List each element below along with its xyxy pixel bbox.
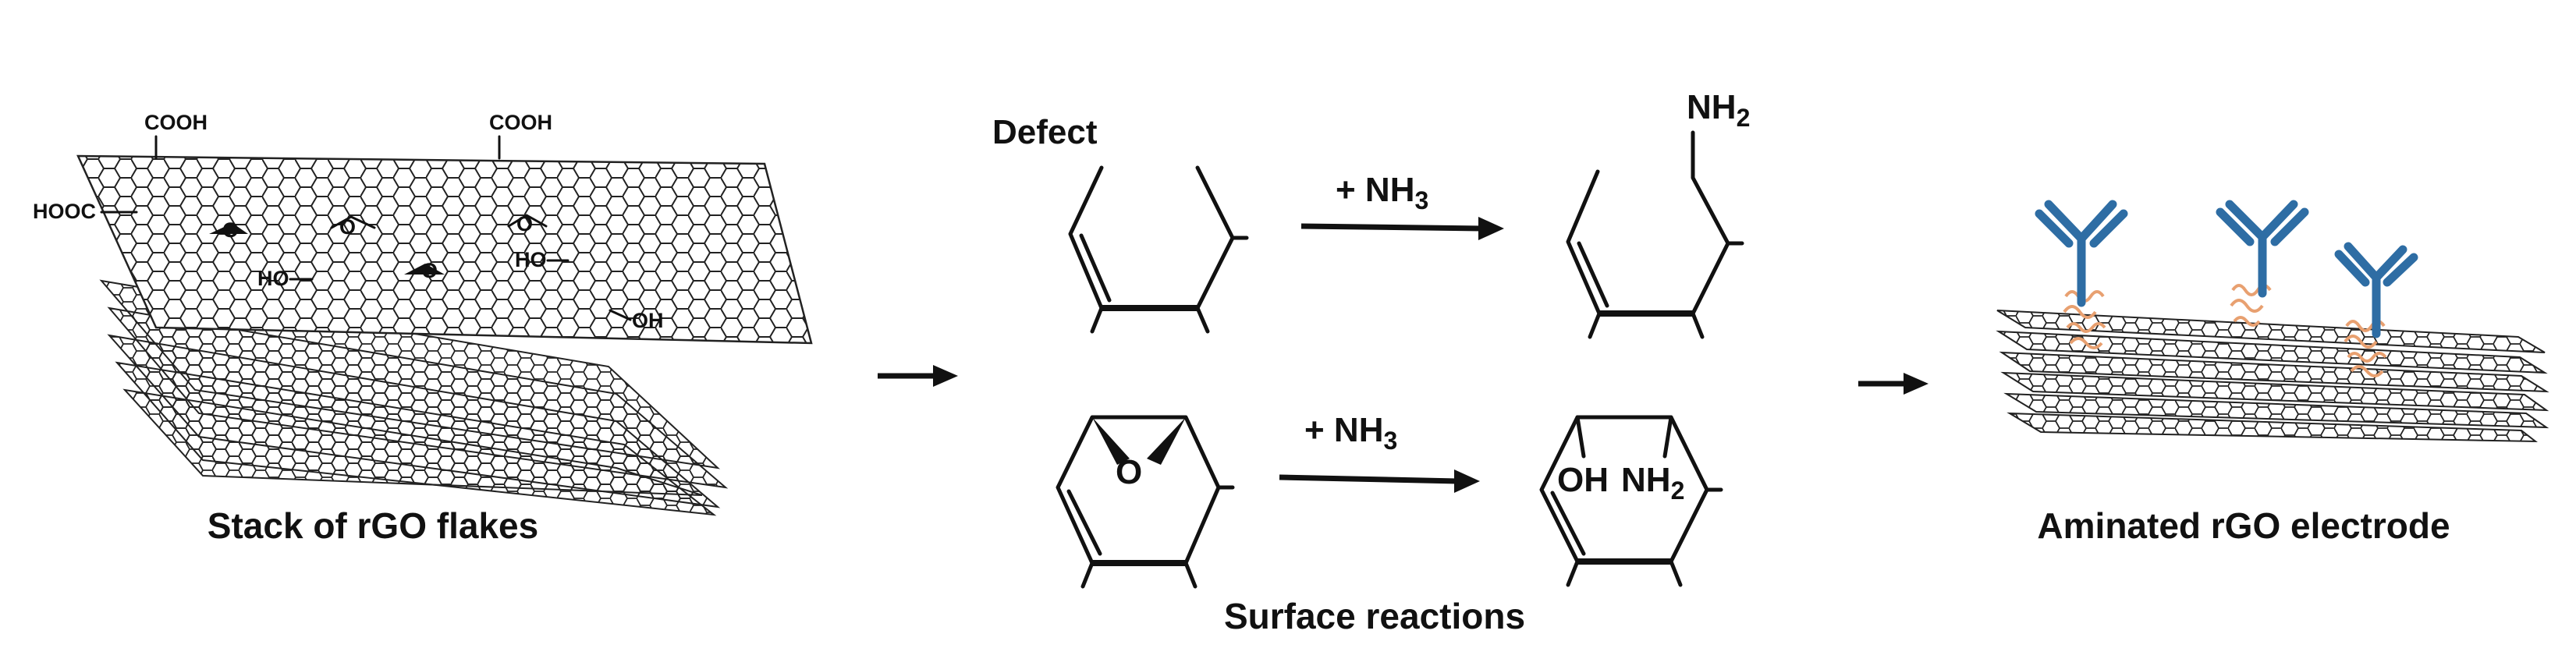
- hydroxyl-label-1: HO: [257, 267, 289, 290]
- epoxide-groups: O O O O: [209, 212, 548, 282]
- defect-ring: [1068, 165, 1249, 334]
- epoxide-o-4: O: [421, 259, 438, 282]
- epoxide-o-label: O: [1116, 453, 1142, 491]
- caption-surface-reactions: Surface reactions: [1224, 596, 1525, 636]
- surface-reactions: Defect + NH3 NH2: [992, 88, 1750, 636]
- cooh-label-1: COOH: [144, 111, 208, 134]
- graphene-sheet-icon: [1996, 310, 2549, 443]
- reaction-arrow-top: + NH3: [1300, 171, 1504, 240]
- hydroxyl-product-label: OH: [1557, 461, 1609, 499]
- epoxide-o-1: O: [222, 218, 239, 242]
- arrow-right-icon: [878, 365, 958, 387]
- hooc-label: HOOC: [33, 200, 96, 223]
- arrow-right-icon: [1858, 373, 1928, 395]
- epoxide-ring: O: [1056, 415, 1235, 589]
- defect-label: Defect: [992, 113, 1098, 151]
- aminated-electrode-illustration: Aminated rGO electrode: [1996, 200, 2549, 546]
- hydroxyl-label-3: OH: [632, 309, 664, 332]
- rgo-stack-illustration: COOH COOH HOOC O O O O HO HO OH Stack of…: [33, 111, 813, 546]
- ring-opened-product: OH NH2: [1539, 415, 1723, 587]
- epoxide-o-3: O: [516, 212, 533, 236]
- cooh-label-2: COOH: [489, 111, 552, 134]
- amine-label-top: NH2: [1687, 88, 1750, 132]
- amine-label-bottom: NH2: [1621, 461, 1684, 505]
- epoxide-o-2: O: [339, 215, 356, 239]
- reaction-arrow-bottom: + NH3: [1279, 411, 1480, 493]
- antibody-icon: [2035, 200, 2418, 338]
- reagent-bottom: + NH3: [1304, 411, 1397, 455]
- hydroxyl-label-2: HO: [515, 248, 547, 271]
- caption-electrode: Aminated rGO electrode: [2037, 505, 2450, 546]
- aminated-defect-ring: NH2: [1566, 88, 1750, 339]
- caption-stack: Stack of rGO flakes: [208, 505, 538, 546]
- reagent-top: + NH3: [1336, 171, 1428, 214]
